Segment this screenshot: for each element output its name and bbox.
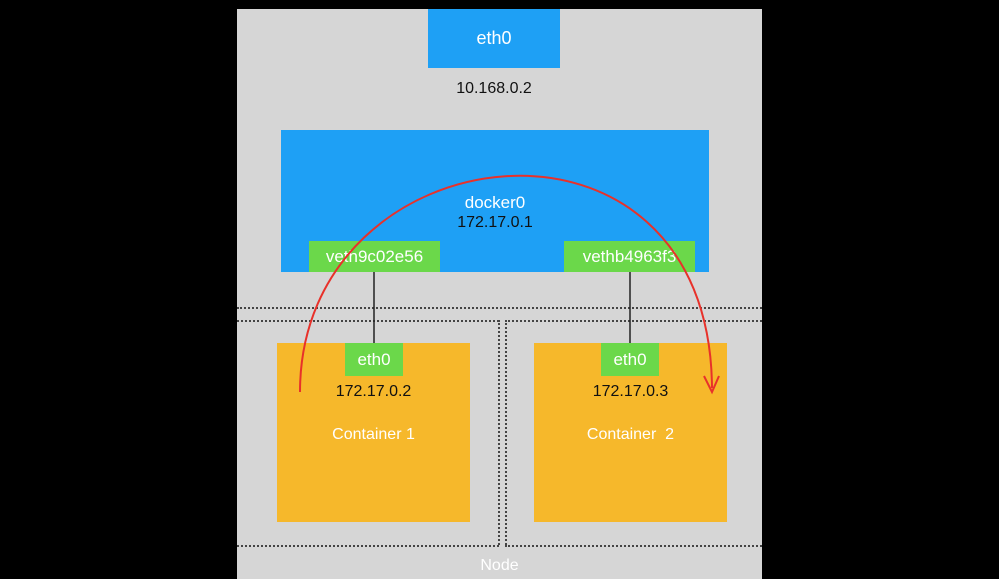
container1-ns-right: [498, 320, 500, 545]
node-label: Node: [480, 557, 519, 574]
veth-right-label: vethb4963f3: [582, 246, 677, 266]
container-2-ip: 172.17.0.3: [592, 383, 669, 400]
bridge-ip: 172.17.0.1: [457, 214, 533, 231]
container-2-eth0-label: eth0: [613, 349, 647, 369]
packet-flow-arrow: [299, 174, 713, 393]
container1-ns-top: [237, 320, 499, 322]
container-1-name: Container 1: [332, 426, 415, 443]
host-eth0-ip: 10.168.0.2: [456, 80, 532, 97]
host-eth0-box: eth0: [428, 9, 560, 68]
container-1-ip: 172.17.0.2: [335, 383, 412, 400]
bridge-name: docker0: [464, 193, 526, 212]
container1-ns-bottom: [237, 545, 499, 547]
packet-flow-arrowhead-icon: [703, 375, 720, 395]
namespace-divider-top: [237, 307, 762, 309]
container-2-name: Container 2: [586, 426, 675, 443]
container2-ns-left: [505, 320, 507, 545]
container2-ns-top: [505, 320, 762, 322]
container2-ns-bottom: [505, 545, 762, 547]
veth-right: vethb4963f3: [564, 241, 695, 272]
container-1-eth0: eth0: [345, 343, 403, 376]
veth-left: veth9c02e56: [309, 241, 440, 272]
container-2-eth0: eth0: [601, 343, 659, 376]
host-eth0-label: eth0: [476, 28, 512, 48]
container-1-eth0-label: eth0: [357, 349, 391, 369]
